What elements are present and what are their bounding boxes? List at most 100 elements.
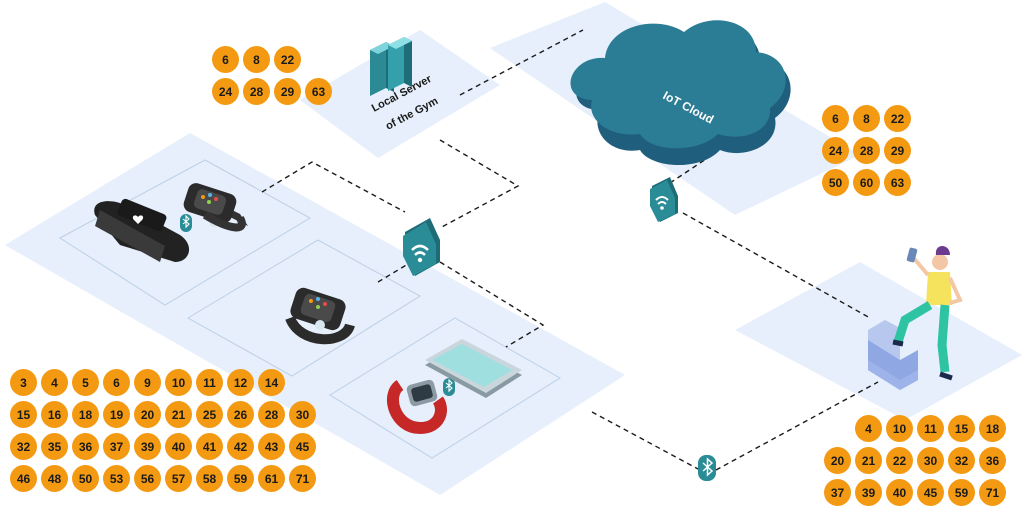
number-badge: 48 bbox=[41, 465, 68, 492]
number-badge: 11 bbox=[196, 369, 223, 396]
wifi-icon bbox=[650, 177, 678, 222]
number-badge: 15 bbox=[948, 415, 975, 442]
number-badge: 39 bbox=[855, 479, 882, 506]
number-badge: 63 bbox=[305, 78, 332, 105]
number-badge: 20 bbox=[134, 401, 161, 428]
number-badge: 5 bbox=[72, 369, 99, 396]
number-badge: 28 bbox=[853, 137, 880, 164]
number-badge: 21 bbox=[855, 447, 882, 474]
number-badge: 45 bbox=[289, 433, 316, 460]
number-badge: 21 bbox=[165, 401, 192, 428]
number-badge: 14 bbox=[258, 369, 285, 396]
number-badge: 50 bbox=[72, 465, 99, 492]
number-badge: 22 bbox=[274, 46, 301, 73]
number-badge: 42 bbox=[227, 433, 254, 460]
number-badge: 24 bbox=[822, 137, 849, 164]
device-card-band bbox=[59, 159, 312, 306]
number-badge: 10 bbox=[165, 369, 192, 396]
smartwatch-icon bbox=[183, 183, 248, 232]
number-badge: 29 bbox=[274, 78, 301, 105]
number-badge: 19 bbox=[103, 401, 130, 428]
number-badge: 22 bbox=[886, 447, 913, 474]
number-badge: 39 bbox=[134, 433, 161, 460]
number-badge: 10 bbox=[886, 415, 913, 442]
number-badge: 22 bbox=[884, 105, 911, 132]
server-platform bbox=[300, 30, 500, 158]
number-badge: 8 bbox=[243, 46, 270, 73]
number-badge: 35 bbox=[41, 433, 68, 460]
cloud-icon bbox=[570, 20, 791, 166]
bluetooth-icon bbox=[180, 214, 192, 232]
number-badge: 32 bbox=[10, 433, 37, 460]
number-badge: 24 bbox=[212, 78, 239, 105]
number-badge: 32 bbox=[948, 447, 975, 474]
stairs-icon bbox=[868, 320, 918, 390]
fitness-band-icon bbox=[94, 198, 190, 262]
number-badge: 57 bbox=[165, 465, 192, 492]
number-badge: 26 bbox=[227, 401, 254, 428]
number-badge: 40 bbox=[886, 479, 913, 506]
number-badge: 28 bbox=[258, 401, 285, 428]
number-badge: 59 bbox=[227, 465, 254, 492]
number-badge: 40 bbox=[165, 433, 192, 460]
number-badge: 6 bbox=[103, 369, 130, 396]
number-badge: 29 bbox=[884, 137, 911, 164]
server-icon bbox=[370, 37, 412, 96]
bluetooth-icon bbox=[698, 455, 716, 481]
number-badge: 4 bbox=[855, 415, 882, 442]
bluetooth-icon bbox=[443, 378, 455, 396]
number-badge: 43 bbox=[258, 433, 285, 460]
number-badge: 6 bbox=[212, 46, 239, 73]
number-badge: 30 bbox=[917, 447, 944, 474]
number-badge: 37 bbox=[824, 479, 851, 506]
number-badge: 6 bbox=[822, 105, 849, 132]
number-badge: 71 bbox=[289, 465, 316, 492]
number-badge: 71 bbox=[979, 479, 1006, 506]
device-card-watch bbox=[187, 239, 421, 377]
number-badge: 3 bbox=[10, 369, 37, 396]
number-badge: 20 bbox=[824, 447, 851, 474]
number-badge: 12 bbox=[227, 369, 254, 396]
number-badge: 60 bbox=[853, 169, 880, 196]
number-badge: 56 bbox=[134, 465, 161, 492]
number-badge: 61 bbox=[258, 465, 285, 492]
number-badge: 63 bbox=[884, 169, 911, 196]
number-badge: 18 bbox=[72, 401, 99, 428]
number-badge: 58 bbox=[196, 465, 223, 492]
number-badge: 45 bbox=[917, 479, 944, 506]
number-badge: 59 bbox=[948, 479, 975, 506]
number-badge: 28 bbox=[243, 78, 270, 105]
number-badge: 25 bbox=[196, 401, 223, 428]
number-badge: 36 bbox=[979, 447, 1006, 474]
person-icon bbox=[892, 246, 963, 381]
smartwatch-icon bbox=[285, 287, 355, 345]
iot-gym-diagram: Local Server of the Gym IoT Cloud bbox=[5, 2, 1022, 495]
number-badge: 46 bbox=[10, 465, 37, 492]
number-badge: 4 bbox=[41, 369, 68, 396]
connector-lines bbox=[261, 29, 879, 471]
number-badge: 16 bbox=[41, 401, 68, 428]
number-badge: 30 bbox=[289, 401, 316, 428]
number-badge: 11 bbox=[917, 415, 944, 442]
number-badge: 53 bbox=[103, 465, 130, 492]
device-card-phone bbox=[329, 317, 561, 459]
number-badge: 37 bbox=[103, 433, 130, 460]
number-badge: 50 bbox=[822, 169, 849, 196]
wifi-icon bbox=[403, 218, 440, 276]
smartphone-icon bbox=[425, 339, 522, 398]
number-badge: 18 bbox=[979, 415, 1006, 442]
